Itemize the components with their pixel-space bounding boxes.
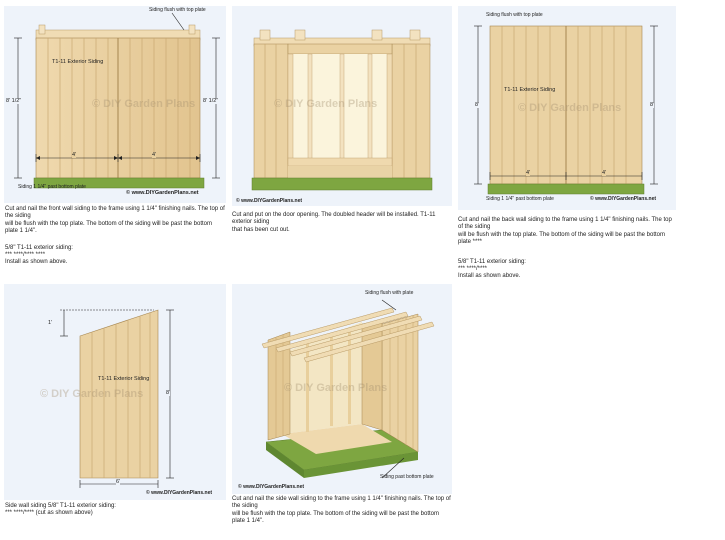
side-wall-diagram: T1-11 Exterior Siding 1' 8' 6' © www.DIY… bbox=[4, 284, 226, 500]
credit-text: © www.DIYGardenPlans.net bbox=[236, 198, 303, 204]
caption-line: 5/8" T1-11 exterior siding: bbox=[458, 258, 526, 265]
watermark: © DIY Garden Plans bbox=[40, 388, 144, 400]
watermark: © DIY Garden Plans bbox=[92, 98, 196, 110]
caption-line: that has been cut out. bbox=[232, 226, 290, 233]
height-dimension-right: 8' bbox=[650, 102, 655, 108]
caption-door-opening: Cut and put on the door opening. The dou… bbox=[232, 212, 450, 239]
caption-line: Install as shown above. bbox=[458, 273, 521, 280]
watermark: © DIY Garden Plans bbox=[518, 102, 622, 114]
caption-line: Cut and put on the door opening. The dou… bbox=[232, 212, 436, 226]
bottom-plate-label: Siding 1 1/4" past bottom plate bbox=[486, 196, 554, 202]
caption-line: Cut and nail the back wall siding to the… bbox=[458, 217, 672, 231]
caption-3d-view: Cut and nail the side wall siding to the… bbox=[232, 496, 452, 531]
caption-back-wall: Cut and nail the back wall siding to the… bbox=[458, 217, 676, 286]
bottom-plate-label: Siding past bottom plate bbox=[380, 474, 434, 480]
width-dimension-2: 4' bbox=[152, 152, 157, 158]
caption-line: *** ****/**** **** bbox=[5, 252, 46, 259]
caption-line: will be flush with the top plate. The bo… bbox=[232, 510, 440, 525]
caption-line: *** ****/**** (cut as shown above) bbox=[5, 510, 93, 517]
height-dimension-right: 8' 1/2" bbox=[203, 98, 219, 104]
width-dimension-1: 4' bbox=[72, 152, 77, 158]
height-dimension-front: 1' bbox=[48, 320, 53, 326]
caption-side-wall: Side wall siding 5/8" T1-11 exterior sid… bbox=[5, 503, 225, 523]
top-plate-label: Siding flush with top plate bbox=[149, 7, 206, 13]
door-opening-diagram: © www.DIYGardenPlans.net © DIY Garden Pl… bbox=[232, 6, 452, 206]
width-dimension-1: 4' bbox=[526, 170, 531, 176]
top-plate-label: Siding flush with plate bbox=[365, 290, 414, 296]
width-dimension-2: 4' bbox=[602, 170, 607, 176]
caption-line: 5/8" T1-11 exterior siding: bbox=[5, 244, 73, 251]
caption-line: Cut and nail the side wall siding to the… bbox=[232, 496, 451, 510]
shed-3d-view-diagram: Siding flush with plate Siding past bott… bbox=[232, 284, 452, 494]
height-dimension-left: 8' bbox=[475, 102, 480, 108]
top-plate-label: Siding flush with top plate bbox=[486, 12, 543, 18]
credit-text: © www.DIYGardenPlans.net bbox=[146, 490, 213, 496]
front-wall-diagram: Siding flush with top plate T1-11 Exteri… bbox=[4, 6, 226, 203]
back-wall-diagram: Siding flush with top plate T1-11 Exteri… bbox=[458, 6, 676, 210]
caption-line: will be flush with the top plate. The bo… bbox=[458, 231, 666, 246]
caption-line: will be flush with the top plate. The bo… bbox=[5, 220, 213, 235]
caption-front-wall: Cut and nail the front wall siding to th… bbox=[5, 206, 225, 272]
credit-text: © www.DIYGardenPlans.net bbox=[126, 190, 199, 196]
bottom-plate-label: Siding 1 1/4" past bottom plate bbox=[18, 184, 86, 190]
width-dimension: 6' bbox=[116, 479, 121, 485]
watermark: © DIY Garden Plans bbox=[284, 382, 388, 394]
height-dimension-left: 8' 1/2" bbox=[6, 98, 22, 104]
siding-type-label: T1-11 Exterior Siding bbox=[504, 87, 556, 93]
credit-text: © www.DIYGardenPlans.net bbox=[590, 196, 657, 202]
caption-line: *** ****/**** bbox=[458, 266, 488, 273]
siding-type-label: T1-11 Exterior Siding bbox=[98, 376, 150, 382]
caption-line: Install as shown above. bbox=[5, 259, 68, 266]
caption-line: Side wall siding 5/8" T1-11 exterior sid… bbox=[5, 503, 116, 509]
siding-type-label: T1-11 Exterior Siding bbox=[52, 59, 104, 65]
watermark: © DIY Garden Plans bbox=[274, 98, 378, 110]
credit-text: © www.DIYGardenPlans.net bbox=[238, 484, 305, 490]
height-dimension-back: 8' bbox=[166, 390, 171, 396]
caption-line: Cut and nail the front wall siding to th… bbox=[5, 206, 225, 220]
